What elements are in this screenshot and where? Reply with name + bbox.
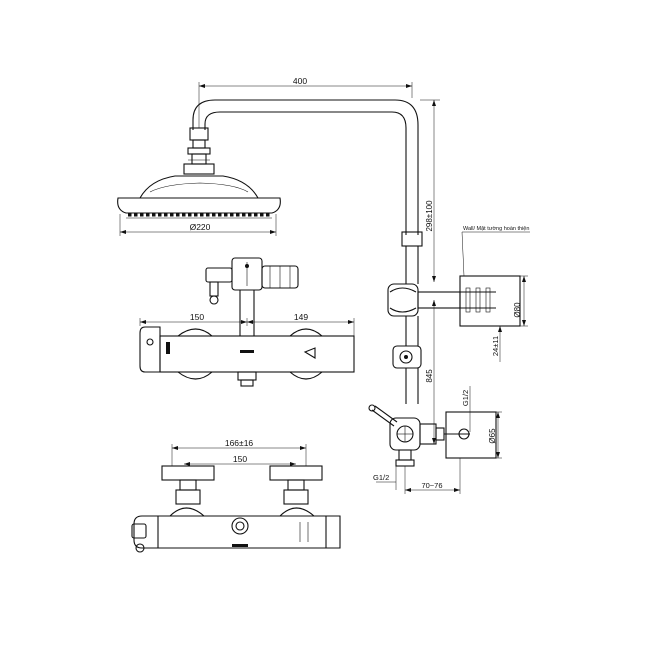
- dimension-wall-plate: Ø80: [513, 275, 528, 327]
- nozzle: [152, 213, 156, 217]
- nozzle: [224, 213, 228, 217]
- nozzle: [176, 213, 180, 217]
- dimension-label: 298±100: [425, 200, 434, 232]
- dimension-offset: 24±11: [491, 326, 502, 362]
- wall-note: Wall/ Mặt tường hoàn thiện: [461, 226, 530, 277]
- dimension-label: 150: [233, 454, 247, 464]
- nozzle: [134, 213, 138, 217]
- nozzle: [242, 213, 246, 217]
- nozzle: [140, 213, 144, 217]
- shower-nozzles: [128, 213, 270, 217]
- nozzle: [182, 213, 186, 217]
- riser-pipe: [368, 231, 470, 467]
- dimension-inlet-spacing: 166±16 150: [171, 438, 307, 466]
- dimension-label: 400: [293, 76, 307, 86]
- dimension-label: 149: [294, 312, 308, 322]
- nozzle: [170, 213, 174, 217]
- wall-plate-lower: [445, 411, 497, 459]
- thermostatic-mixer-front: [131, 465, 341, 553]
- thermostatic-mixer-side: [139, 326, 355, 387]
- dimension-label: G1/2: [461, 390, 470, 406]
- nozzle: [206, 213, 210, 217]
- rain-shower-head: [117, 175, 281, 219]
- nozzle: [254, 213, 258, 217]
- dimension-bar-height: 845: [425, 300, 436, 444]
- dimension-label: 845: [425, 369, 434, 383]
- dimension-label: 166±16: [225, 438, 254, 448]
- nozzle: [260, 213, 264, 217]
- dimension-label: 24±11: [491, 336, 500, 356]
- hand-shower-holder: [205, 257, 299, 336]
- nozzle: [164, 213, 168, 217]
- dimension-thread-upper: G1/2: [461, 386, 471, 432]
- nozzle: [230, 213, 234, 217]
- dimension-label: G1/2: [373, 473, 389, 482]
- dimension-label: Ø65: [488, 428, 497, 444]
- nozzle: [236, 213, 240, 217]
- dimension-arm-length: 400: [198, 76, 413, 128]
- nozzle: [200, 213, 204, 217]
- nozzle: [212, 213, 216, 217]
- nozzle: [146, 213, 150, 217]
- dimension-spacing-middle: 150 149: [139, 312, 355, 336]
- dimension-label: 150: [190, 312, 204, 322]
- nozzle: [266, 213, 270, 217]
- shower-arm: [183, 99, 419, 235]
- dimension-label: Ø220: [190, 222, 211, 232]
- dimension-label: Ø80: [513, 302, 522, 318]
- nozzle: [194, 213, 198, 217]
- dimension-label: 70~76: [421, 481, 442, 490]
- nozzle: [188, 213, 192, 217]
- dimension-thread-lower: G1/2: [373, 466, 397, 490]
- dimension-outlet-diameter: Ø65: [488, 411, 502, 459]
- nozzle: [158, 213, 162, 217]
- dimension-wall-depth: 70~76: [404, 458, 461, 494]
- dimension-height-range: 298±100: [420, 99, 440, 282]
- wall-note-label: Wall/ Mặt tường hoàn thiện: [463, 226, 529, 232]
- nozzle: [218, 213, 222, 217]
- wall-plate-upper: [459, 275, 521, 327]
- nozzle: [248, 213, 252, 217]
- nozzle: [128, 213, 132, 217]
- dimension-head-diameter: Ø220: [119, 214, 277, 236]
